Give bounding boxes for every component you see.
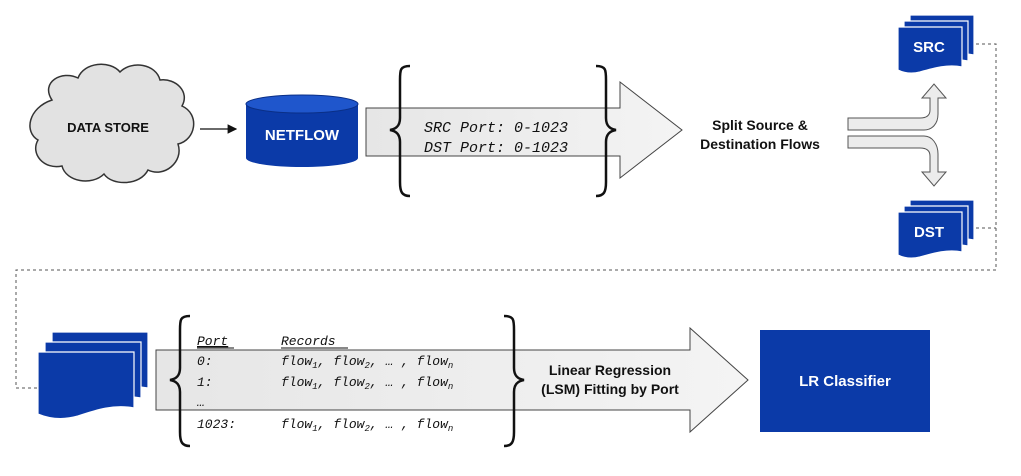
header-records: Records [281,334,336,349]
lr-classifier-label: LR Classifier [799,373,891,390]
lr-fitting-arrow [155,326,749,434]
lr-classifier-box [760,330,930,432]
table-ellipsis: … [197,395,205,410]
row-flows: flow1, flow2, … , flown [281,375,453,392]
header-port: Port [197,334,228,349]
port-records-docs [37,331,149,420]
port-filter-left-brace [389,64,411,198]
dst-node: DST [897,199,975,259]
lr-fitting-label-line2: (LSM) Fitting by Port [541,381,679,397]
table-row: 0: flow1, flow2, … , flown [197,354,453,371]
split-label-line1: Split Source & [712,117,808,133]
src-node: SRC [897,14,975,74]
row-flows: flow1, flow2, … , flown [281,354,453,371]
database-icon [245,94,359,167]
split-up-arrow [847,83,948,131]
lr-fitting-label-line1: Linear Regression [549,362,671,378]
data-store-node: DATA STORE [29,63,195,184]
data-store-label: DATA STORE [67,120,149,135]
records-table: Port Records 0: flow1, flow2, … , flown … [197,334,453,434]
table-row: 1: flow1, flow2, … , flown [197,375,453,392]
netflow-label: NETFLOW [265,127,340,144]
document-stack-icon [897,199,975,259]
split-down-arrow [847,135,948,187]
port-filter-arrow [365,80,683,180]
dst-port-filter: DST Port: 0-1023 [424,140,568,157]
row-port: 1: [197,375,213,390]
table-row: 1023: flow1, flow2, … , flown [197,417,453,434]
return-dotted-connector [15,269,996,389]
netflow-node: NETFLOW [245,94,359,167]
row-port: 0: [197,354,213,369]
row-flows: flow1, flow2, … , flown [281,417,453,434]
port-filter-right-brace [595,64,617,198]
dst-label: DST [914,224,944,241]
src-label: SRC [913,39,945,56]
split-label-line2: Destination Flows [700,136,820,152]
src-port-filter: SRC Port: 0-1023 [424,120,568,137]
cloud-icon [29,63,195,184]
row-port: 1023: [197,417,236,432]
records-right-brace [503,314,525,448]
document-stack-icon [897,14,975,74]
src-dotted-connector [976,43,997,270]
records-left-brace [169,314,191,448]
document-stack-icon [37,331,149,420]
lr-classifier-node: LR Classifier [760,330,930,432]
